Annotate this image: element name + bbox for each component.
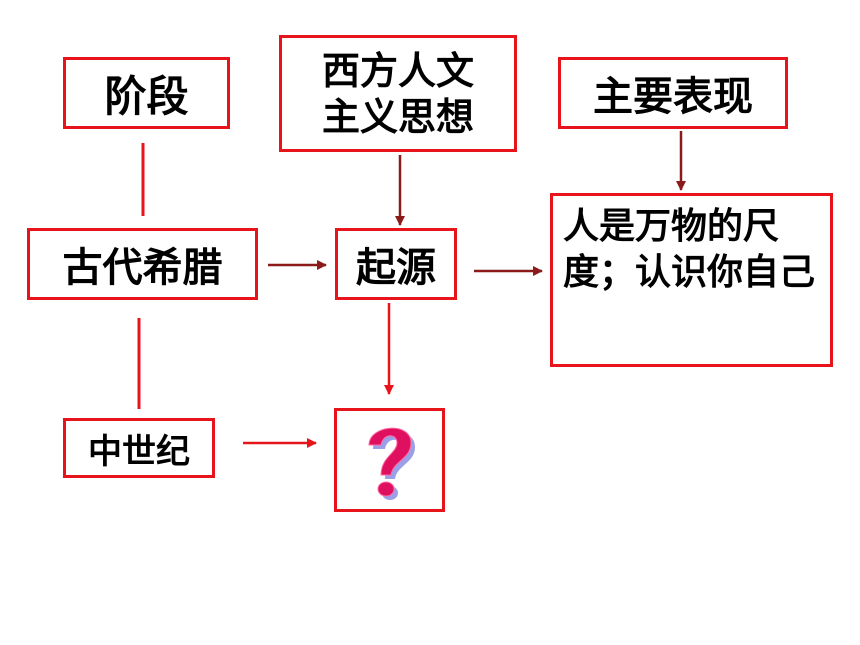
main-manifestation-box: 主要表现 — [558, 57, 788, 129]
main-manifestation-label: 主要表现 — [593, 74, 753, 120]
western-humanism-line-1: 西方人文 — [321, 48, 474, 93]
middle-ages-box: 中世纪 — [63, 418, 215, 478]
man-is-measure-box: 人是万物的尺度；认识你自己 — [550, 193, 833, 367]
stage-box: 阶段 — [63, 57, 230, 129]
ancient-greece-label: 古代希腊 — [62, 245, 223, 291]
ancient-greece-box: 古代希腊 — [27, 228, 258, 300]
western-humanism-box: 西方人文 主义思想 — [279, 35, 517, 152]
middle-ages-label: 中世纪 — [88, 431, 190, 472]
man-is-measure-text: 人是万物的尺度；认识你自己 — [563, 206, 816, 293]
question-box — [334, 408, 445, 512]
origin-box: 起源 — [335, 228, 457, 300]
western-humanism-line-2: 主义思想 — [321, 94, 474, 139]
origin-label: 起源 — [356, 245, 436, 291]
stage-label: 阶段 — [104, 71, 189, 121]
question-mark-icon — [367, 427, 415, 500]
